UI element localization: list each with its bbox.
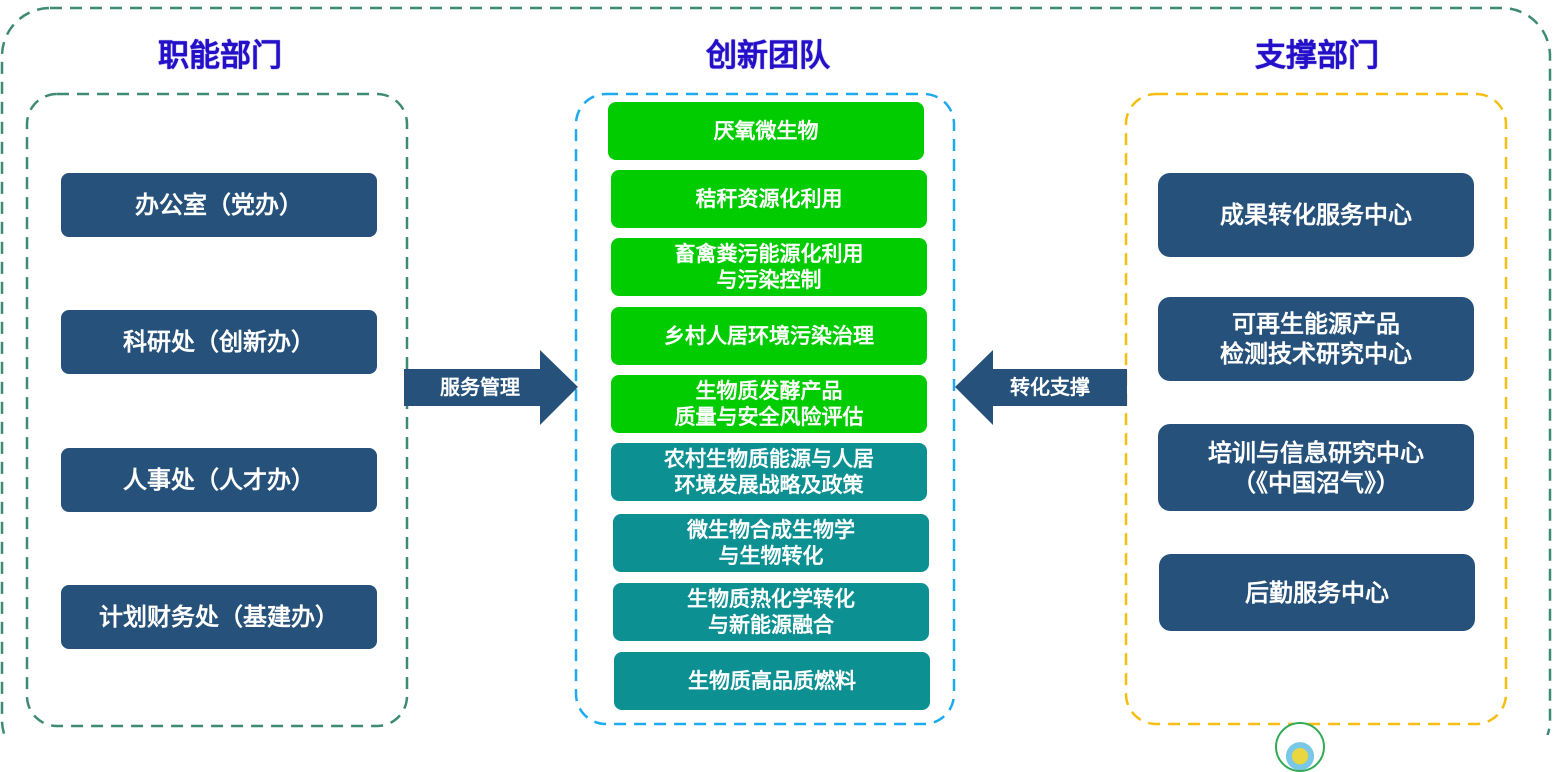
- support-dept-transfer[interactable]: 成果转化服务中心: [1158, 173, 1474, 257]
- institute-logo-icon: [1275, 722, 1325, 772]
- support-dept-testing[interactable]: 可再生能源产品 检测技术研究中心: [1158, 297, 1474, 381]
- functional-section-title: 职能部门: [158, 38, 282, 74]
- innovation-frame: [574, 92, 956, 726]
- functional-dept-finance[interactable]: 计划财务处（基建办）: [61, 585, 377, 649]
- functional-dept-research[interactable]: 科研处（创新办）: [61, 310, 377, 374]
- team-anaerobic-microbes[interactable]: 厌氧微生物: [608, 102, 924, 160]
- team-biomass-fuel[interactable]: 生物质高品质燃料: [614, 652, 930, 710]
- support-frame: [1124, 92, 1508, 726]
- innovation-section-title: 创新团队: [706, 38, 830, 74]
- functional-dept-hr[interactable]: 人事处（人才办）: [61, 448, 377, 512]
- team-synthetic-biology[interactable]: 微生物合成生物学 与生物转化: [613, 514, 929, 572]
- team-rural-bioenergy-policy[interactable]: 农村生物质能源与人居 环境发展战略及政策: [611, 443, 927, 501]
- team-thermochemical[interactable]: 生物质热化学转化 与新能源融合: [613, 583, 929, 641]
- transfer-support-arrow-icon: [955, 350, 1127, 425]
- team-fermentation-quality[interactable]: 生物质发酵产品 质量与安全风险评估: [611, 375, 927, 433]
- support-dept-logistics[interactable]: 后勤服务中心: [1159, 554, 1475, 631]
- team-straw-utilization[interactable]: 秸秆资源化利用: [611, 170, 927, 228]
- support-section-title: 支撑部门: [1255, 38, 1379, 74]
- outer-frame: [0, 6, 1552, 735]
- support-dept-training[interactable]: 培训与信息研究中心 （《中国沼气》）: [1158, 424, 1474, 511]
- team-rural-environment[interactable]: 乡村人居环境污染治理: [611, 307, 927, 365]
- team-livestock-manure[interactable]: 畜禽粪污能源化利用 与污染控制: [611, 238, 927, 296]
- transfer-support-label: 转化支撑: [1010, 375, 1090, 399]
- service-management-arrow-icon: [404, 350, 578, 425]
- functional-dept-office[interactable]: 办公室（党办）: [61, 173, 377, 237]
- functional-frame: [25, 92, 409, 728]
- frames-layer: [0, 6, 1552, 735]
- service-management-label: 服务管理: [440, 375, 520, 399]
